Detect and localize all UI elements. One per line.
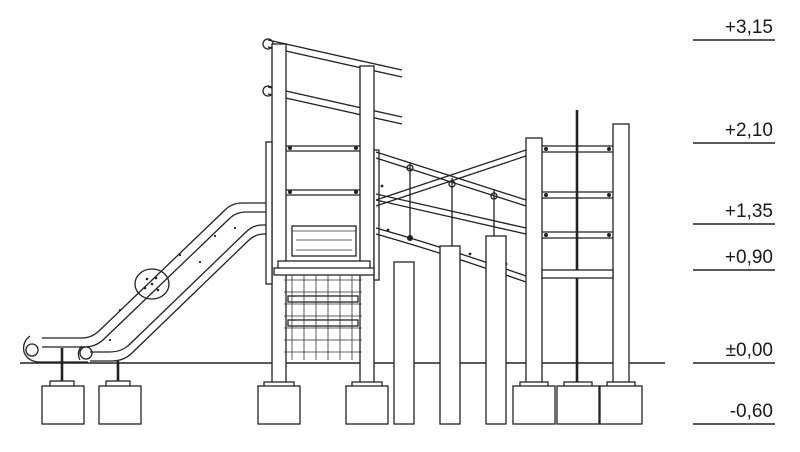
- foundation-block: [41, 385, 85, 425]
- level-marker: +2,10: [693, 120, 775, 144]
- foundation-block: [98, 385, 142, 425]
- stepping-post: [393, 261, 415, 425]
- level-marker: -0,60: [693, 401, 775, 425]
- slide-exit-lip-icon: [79, 346, 93, 360]
- level-label: +2,10: [725, 120, 773, 141]
- level-marker: +3,15: [693, 17, 775, 41]
- foundation-block: [512, 385, 556, 425]
- foundation-block: [257, 385, 301, 425]
- tower-post: [359, 65, 375, 385]
- level-marker: +1,35: [693, 201, 775, 225]
- tower-post: [525, 137, 543, 385]
- slide: [22, 202, 268, 425]
- foundation-block: [599, 385, 643, 425]
- stepping-post: [485, 235, 507, 425]
- elevation-scale: +3,15 +2,10 +1,35 +0,90 ±0,00 -0,60: [693, 17, 775, 425]
- right-tower: [512, 110, 643, 425]
- climbing-net: [284, 275, 362, 360]
- level-label: -0,60: [730, 401, 773, 422]
- foundation-block: [556, 385, 600, 425]
- tower-panel: [291, 225, 357, 257]
- tower: [257, 38, 403, 425]
- level-marker: +0,90: [693, 247, 775, 271]
- foundation-block: [345, 385, 389, 425]
- level-label: +3,15: [725, 17, 773, 38]
- tower-post: [612, 123, 630, 385]
- slide-exit-lip-icon: [25, 343, 39, 357]
- level-label: +0,90: [725, 247, 773, 268]
- tower-post: [271, 43, 287, 385]
- stepping-post: [439, 245, 461, 425]
- slide-joint-flange-icon: [134, 268, 170, 300]
- level-label: ±0,00: [726, 340, 773, 361]
- rope-bridge: [375, 149, 527, 425]
- level-marker: ±0,00: [693, 340, 775, 364]
- level-label: +1,35: [725, 201, 773, 222]
